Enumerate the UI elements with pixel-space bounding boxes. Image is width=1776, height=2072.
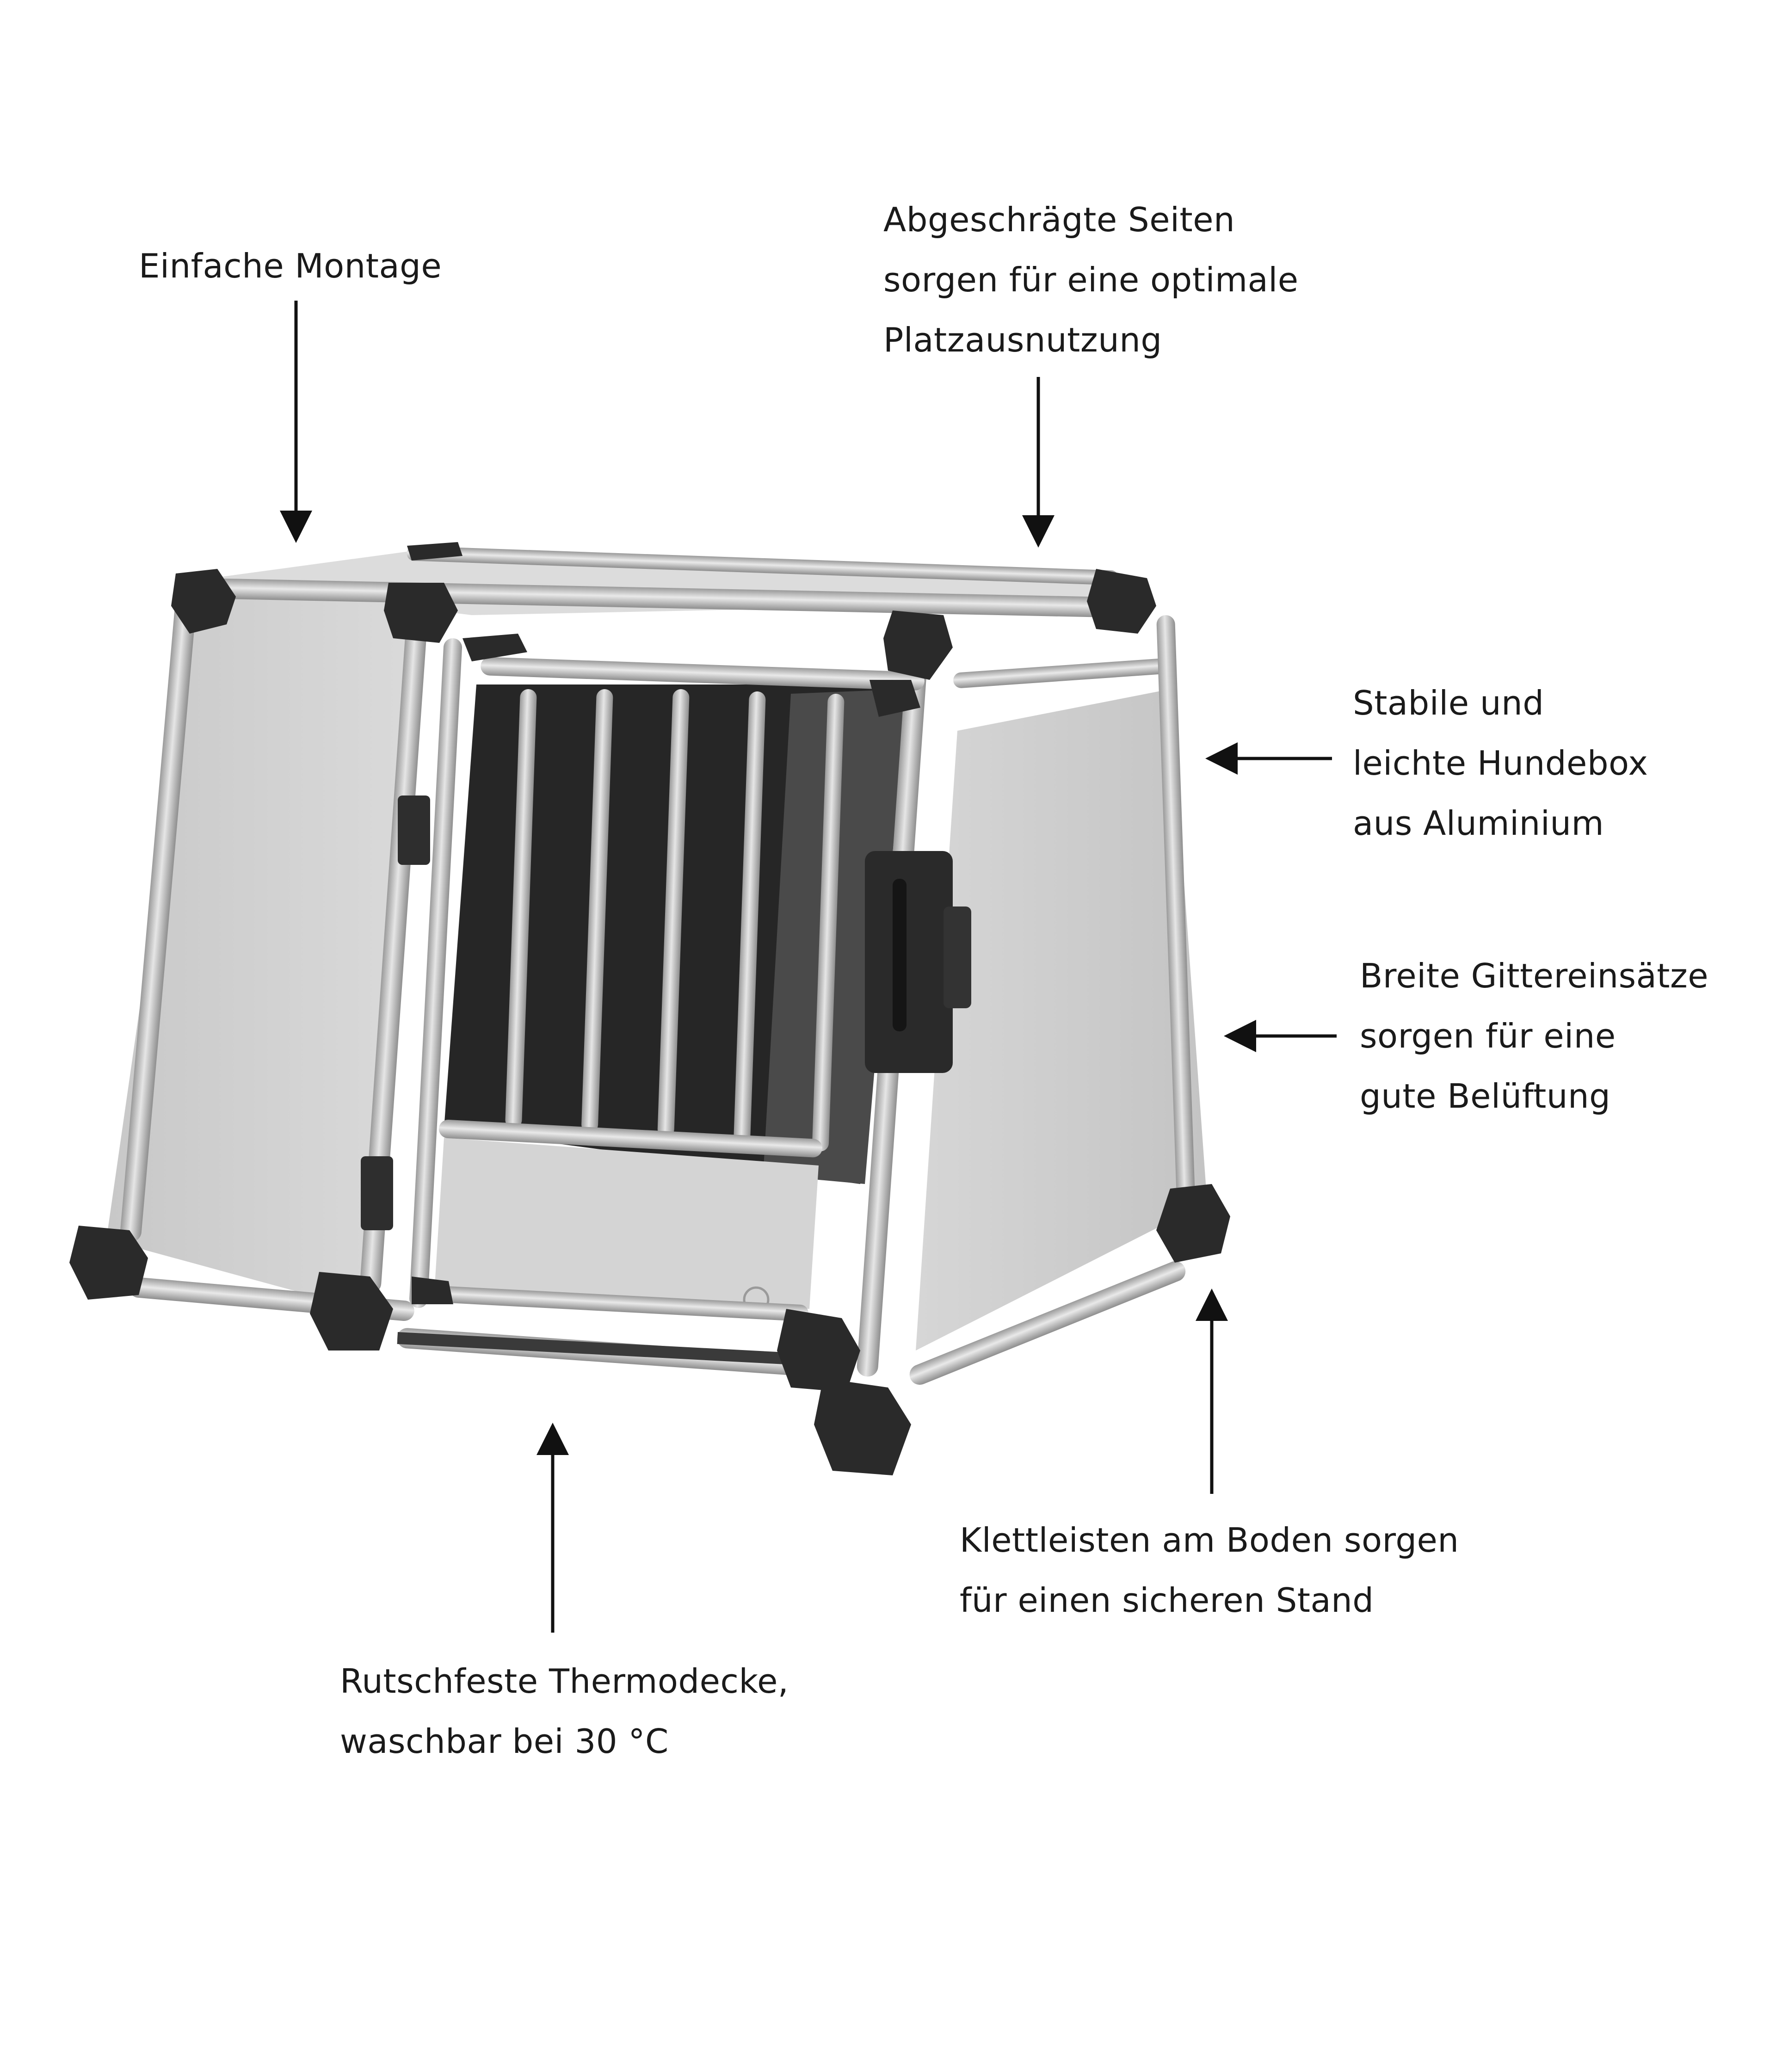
callout-line: Platzausnutzung [883, 321, 1162, 359]
callout-line: Stabile und [1353, 684, 1544, 722]
right-side-panel [916, 689, 1207, 1350]
callout-einfache-montage: Einfache Montage [139, 236, 442, 296]
callout-line: sorgen für eine optimale [883, 260, 1299, 299]
callout-line: sorgen für eine [1360, 1017, 1616, 1055]
callout-line: Klettleisten am Boden sorgen [960, 1521, 1459, 1560]
callout-line: leichte Hundebox [1353, 744, 1648, 783]
callout-line: Breite Gittereinsätze [1360, 956, 1709, 995]
door-lower-panel [435, 1138, 819, 1309]
callout-klettleisten: Klettleisten am Boden sorgen für einen s… [960, 1510, 1459, 1630]
door-latch [865, 851, 971, 1073]
callout-line: Rutschfeste Thermodecke, [340, 1662, 789, 1701]
callout-thermodecke: Rutschfeste Thermodecke, waschbar bei 30… [340, 1651, 789, 1771]
door-bars [505, 689, 845, 1152]
callout-stabile-hundebox: Stabile und leichte Hundebox aus Alumini… [1353, 673, 1648, 853]
callout-line: aus Aluminium [1353, 804, 1604, 843]
left-side-panel [106, 597, 416, 1309]
callout-line: waschbar bei 30 °C [340, 1722, 669, 1761]
callout-line: Einfache Montage [139, 247, 442, 285]
callout-line: für einen sicheren Stand [960, 1581, 1374, 1620]
callout-line: gute Belüftung [1360, 1077, 1611, 1116]
corner-connectors [69, 542, 1230, 1475]
callout-abgeschraegte-seiten: Abgeschrägte Seiten sorgen für eine opti… [883, 190, 1299, 370]
callout-line: Abgeschrägte Seiten [883, 200, 1235, 239]
callout-gittereinsaetze: Breite Gittereinsätze sorgen für eine gu… [1360, 946, 1708, 1126]
door-hinges [361, 796, 430, 1230]
